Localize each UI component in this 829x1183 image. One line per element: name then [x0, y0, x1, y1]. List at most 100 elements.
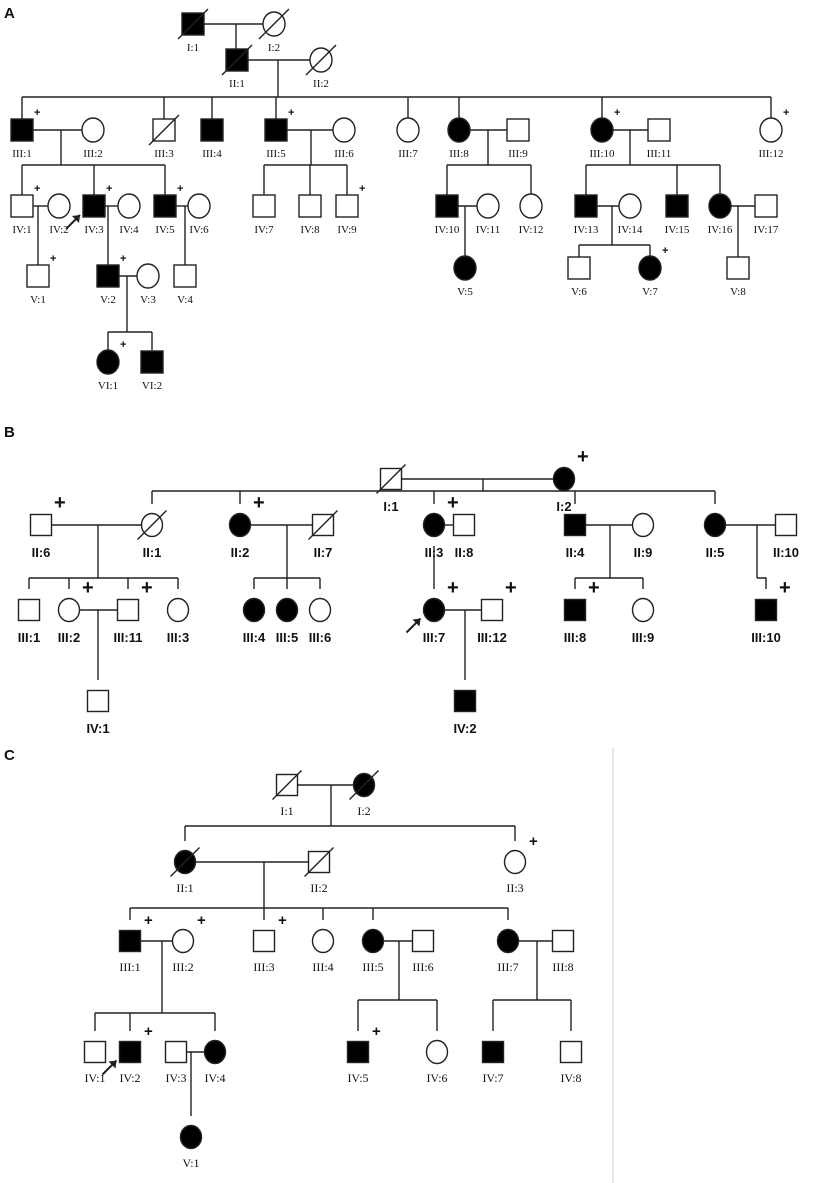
member-iii-12: +III:12: [477, 577, 517, 645]
member-label: III:2: [83, 148, 103, 160]
affected-female-circle: [496, 928, 520, 954]
affected-male-square: [118, 929, 142, 953]
member-label: III:11: [647, 148, 672, 160]
member-label: III:6: [309, 630, 331, 645]
male-square: [452, 513, 476, 537]
member-label: I:2: [556, 499, 571, 514]
member-label: IV:6: [189, 224, 209, 236]
genotyped-plus-mark: +: [54, 492, 66, 514]
member-iii-12: +III:12: [758, 107, 789, 160]
male-square: [164, 1040, 188, 1064]
member-iv-17: IV:17: [754, 194, 779, 236]
member-label: I:1: [383, 499, 398, 514]
member-v-5: V:5: [453, 255, 477, 298]
proband-arrow-head: [412, 618, 421, 627]
deceased-slash: [349, 770, 379, 800]
member-label: III:10: [589, 148, 615, 160]
member-iii-8: III:8: [447, 117, 471, 160]
genotyped-plus-mark: +: [82, 577, 94, 599]
panel-letter-a: A: [4, 5, 15, 22]
member-label: III:8: [552, 960, 573, 974]
member-iii-5: III:5: [276, 597, 298, 645]
member-label: II:6: [32, 545, 51, 560]
male-square: [480, 598, 504, 622]
member-iv-4: IV:4: [203, 1039, 227, 1085]
pedigree-line: [757, 577, 767, 589]
member-label: IV:8: [300, 224, 320, 236]
genotyped-plus-mark: +: [359, 183, 365, 195]
affected-female-circle: [242, 597, 266, 623]
female-circle: [187, 193, 211, 219]
member-iv-16: IV:16: [708, 193, 733, 236]
member-label: I:1: [187, 42, 199, 54]
male-square: [29, 513, 53, 537]
member-label: V:6: [571, 286, 587, 298]
member-label: IV:4: [204, 1071, 225, 1085]
member-iii-10: + III:10: [589, 107, 620, 160]
genotyped-plus-mark: +: [144, 912, 153, 929]
affected-female-circle: [228, 512, 252, 538]
member-i-1: I:1: [376, 464, 406, 514]
affected-female-circle: [179, 1124, 203, 1150]
member-iv-1: IV:1: [86, 689, 110, 736]
member-label: IV:10: [435, 224, 460, 236]
affected-female-circle: [453, 255, 477, 281]
member-i-2: I:2: [349, 770, 379, 818]
member-label: V:4: [177, 294, 193, 306]
member-iii-3: +III:3: [252, 912, 287, 974]
member-v-4: V:4: [173, 264, 197, 306]
genotyped-plus-mark: +: [106, 183, 112, 195]
affected-male-square: [82, 194, 106, 218]
female-circle: [759, 117, 783, 143]
member-label: III:3: [253, 960, 274, 974]
member-iii-6: III:6: [411, 929, 435, 974]
member-iv-2: IV:2: [47, 193, 71, 236]
member-iii-5: + III:5: [264, 107, 294, 160]
member-ii-10: II:10: [773, 513, 799, 560]
member-ii-3: +II:3: [503, 833, 538, 895]
genotyped-plus-mark: +: [614, 107, 620, 119]
genotyped-plus-mark: +: [588, 577, 600, 599]
male-square: [252, 929, 276, 953]
male-square: [17, 598, 41, 622]
member-iii-9: III:9: [506, 118, 530, 160]
genotyped-plus-mark: +: [50, 253, 56, 265]
member-label: IV:6: [426, 1071, 447, 1085]
member-label: III:5: [266, 148, 286, 160]
member-iii-1: +III:1: [118, 912, 153, 974]
male-square: [86, 689, 110, 713]
member-label: IV:1: [84, 1071, 105, 1085]
member-label: IV:17: [754, 224, 779, 236]
female-circle: [631, 597, 655, 623]
female-circle: [425, 1039, 449, 1065]
member-label: V:2: [100, 294, 116, 306]
member-ii-2: II:2: [304, 847, 334, 895]
female-circle: [311, 928, 335, 954]
member-ii-1: II:1: [137, 510, 167, 560]
female-circle: [136, 263, 160, 289]
male-square: [411, 929, 435, 953]
member-iii-4: III:4: [311, 928, 335, 974]
female-circle: [519, 193, 543, 219]
genotyped-plus-mark: +: [288, 107, 294, 119]
member-iii-11: III:11: [647, 118, 672, 160]
member-v-2: +V:2: [96, 253, 126, 306]
member-iv-3: IV:3: [164, 1040, 188, 1085]
member-v-8: V:8: [726, 256, 750, 298]
affected-male-square: [140, 350, 164, 374]
member-iii-4: III:4: [200, 118, 224, 160]
female-circle: [57, 597, 81, 623]
member-iv-13: IV:13: [574, 194, 599, 236]
member-iv-8: IV:8: [559, 1040, 583, 1085]
member-label: V:7: [642, 286, 658, 298]
member-iv-6: IV:6: [187, 193, 211, 236]
member-label: III:8: [449, 148, 469, 160]
affected-female-circle: [422, 512, 446, 538]
deceased-slash: [221, 44, 253, 76]
member-label: II:7: [314, 545, 333, 560]
member-ii-2: +II:2: [228, 492, 265, 560]
member-iii-3: III:3: [167, 597, 189, 645]
female-circle: [396, 117, 420, 143]
member-vi-1: +VI:1: [96, 339, 126, 392]
